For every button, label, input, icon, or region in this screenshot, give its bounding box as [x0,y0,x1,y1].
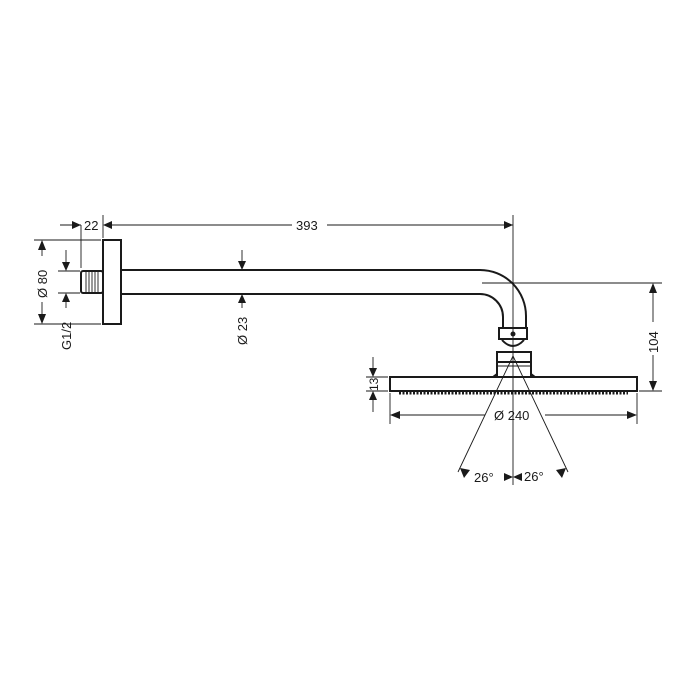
dim-arm-diameter-label: Ø 23 [235,317,250,345]
dimension-height: 104 [482,282,662,392]
shower-head-plate [389,376,638,392]
dimension-head-thickness: 13 [366,357,388,412]
dim-head-thickness-label: 13 [367,377,381,391]
arm-inner-edge [121,293,504,328]
dimension-top: 22 393 [60,215,513,268]
dimension-spray-angle: 26° 26° [457,355,569,485]
thread-connector [80,270,104,294]
dim-height-label: 104 [646,331,661,353]
dim-angle-right: 26° [524,469,544,484]
dimension-head-diameter: Ø 240 [389,393,638,424]
arm-outer-edge [121,269,527,328]
dim-flange-diameter-label: Ø 80 [35,270,50,298]
dim-thread-label: G1/2 [59,322,74,350]
wall-flange [102,239,122,325]
dim-flange-depth: 22 [84,218,98,233]
dimension-arm-diameter: Ø 23 [235,250,250,345]
dim-angle-left: 26° [474,470,494,485]
dim-arm-length: 393 [296,218,318,233]
dim-head-diameter-label: Ø 240 [494,408,529,423]
dimension-flange-diameter: Ø 80 [34,239,101,325]
ball-joint [492,327,536,378]
dimension-thread: G1/2 [58,250,80,350]
